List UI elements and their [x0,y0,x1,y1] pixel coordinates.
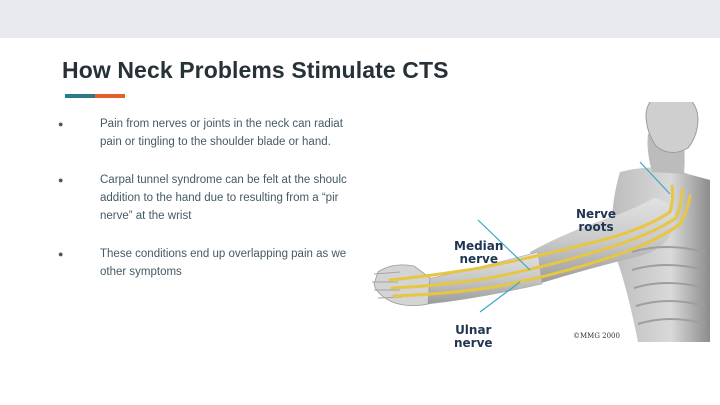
bullet-text-line: other symptoms [100,266,182,278]
bullet-item: ● Carpal tunnel syndrome can be felt at … [58,171,370,225]
bullet-text-line: Carpal tunnel syndrome can be felt at th… [100,174,347,186]
accent-orange [95,94,125,98]
bullet-text-line: nerve” at the wrist [100,210,192,222]
bullet-text-line: These conditions end up overlapping pain… [100,248,347,260]
arm-nerve-drawing [372,91,710,342]
bullet-item: ● Pain from nerves or joints in the neck… [58,115,370,151]
ulnar-nerve-label: Ulnar nerve [454,324,493,350]
browser-top-bar [0,0,720,38]
accent-teal [65,94,95,98]
bullet-text-line: Pain from nerves or joints in the neck c… [100,118,343,130]
median-nerve-label-line: Median [454,239,504,253]
copyright-text: ©MMG 2000 [573,332,620,340]
nerve-roots-label-line: Nerve [576,207,617,221]
bullet-dot-icon: ● [58,249,64,259]
finger-lines [372,271,403,299]
ulnar-nerve-label-line: nerve [454,336,493,350]
bullet-dot-icon: ● [58,175,64,185]
nerve-roots-label-line: roots [578,220,614,234]
nerve-paths [388,184,692,298]
bullet-item: ● These conditions end up overlapping pa… [58,245,370,281]
title-accent-bar [65,94,125,98]
ribcage-lines [631,246,706,325]
bullet-dot-icon: ● [58,119,64,129]
arm-nerve-illustration: Nerve roots Median nerve Ulnar nerve ©MM… [370,91,710,350]
bullet-list: ● Pain from nerves or joints in the neck… [58,115,370,301]
median-nerve-label-line: nerve [459,252,498,266]
bullet-text-line: addition to the hand due to resulting fr… [100,192,339,204]
nerve-roots-label: Nerve roots [576,208,616,234]
slide-title: How Neck Problems Stimulate CTS [62,57,449,83]
label-leader-lines [477,161,671,313]
median-nerve-label: Median nerve [454,240,503,266]
bullet-text-line: pain or tingling to the shoulder blade o… [100,136,331,148]
ulnar-nerve-label-line: Ulnar [455,323,492,337]
slide: How Neck Problems Stimulate CTS ● Pain f… [0,38,720,405]
